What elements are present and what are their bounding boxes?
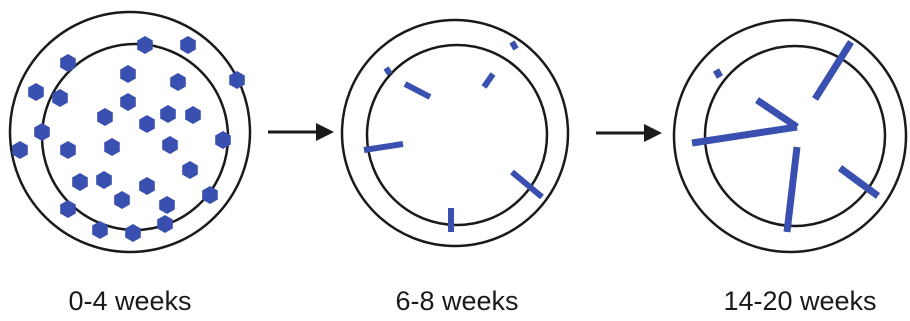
hexagon-icon <box>120 65 136 83</box>
hexagon-icon <box>120 93 136 111</box>
hexagon-icon <box>60 54 76 72</box>
hexagon-icon <box>170 73 186 91</box>
stage-3-fibers <box>691 40 881 233</box>
stage-2-inner-circle <box>365 43 549 227</box>
hexagon-icon <box>157 215 173 233</box>
hexagon-icon <box>139 115 155 133</box>
rod-icon <box>812 40 854 101</box>
hexagon-icon <box>60 141 76 159</box>
hexagon-icon <box>125 224 141 242</box>
hexagon-icon <box>96 171 112 189</box>
stage-1-label: 0-4 weeks <box>68 286 191 316</box>
rod-icon <box>712 68 724 79</box>
rod-icon <box>509 40 519 51</box>
stage-1-particles <box>12 36 245 242</box>
hexagon-icon <box>60 200 76 218</box>
hexagon-icon <box>185 106 201 124</box>
rod-icon <box>363 141 404 153</box>
stage-3-outer-circle <box>672 18 908 254</box>
hexagon-icon <box>52 89 68 107</box>
right-arrow-icon <box>268 123 334 141</box>
rod-icon <box>383 66 393 76</box>
rod-icon <box>510 169 544 200</box>
rod-icon <box>403 81 432 100</box>
hexagon-icon <box>28 83 44 101</box>
stage-2-group: 6-8 weeks <box>340 18 570 316</box>
hexagon-icon <box>160 105 176 123</box>
stage-3-inner-circle <box>703 44 887 228</box>
hexagon-icon <box>34 123 50 141</box>
hexagon-icon <box>159 196 175 214</box>
hexagon-icon <box>137 36 153 54</box>
hexagon-icon <box>180 36 196 54</box>
hexagon-icon <box>97 108 113 126</box>
hexagon-icon <box>72 173 88 191</box>
hexagon-icon <box>139 177 155 195</box>
stage-2-outer-circle <box>340 18 570 248</box>
hexagon-icon <box>92 221 108 239</box>
hexagon-icon <box>202 186 218 204</box>
hexagon-icon <box>215 131 231 149</box>
stage-2-fibers <box>363 40 544 232</box>
stage-2-label: 6-8 weeks <box>395 286 518 316</box>
hexagon-icon <box>104 138 120 156</box>
hexagon-icon <box>162 136 178 154</box>
stage-1-group: 0-4 weeks <box>8 10 252 316</box>
hexagon-icon <box>114 191 130 209</box>
stage-1-outer-circle <box>8 10 252 254</box>
hexagon-icon <box>182 161 198 179</box>
rod-icon <box>837 165 881 199</box>
right-arrow-icon <box>596 124 662 142</box>
rod-icon <box>481 72 496 89</box>
hexagon-icon <box>229 71 245 89</box>
rod-icon <box>783 146 801 233</box>
stage-3-label: 14-20 weeks <box>723 286 876 316</box>
stage-3-group: 14-20 weeks <box>672 18 908 316</box>
rod-icon <box>755 97 799 130</box>
hexagon-icon <box>12 141 28 159</box>
rod-icon <box>691 123 798 147</box>
